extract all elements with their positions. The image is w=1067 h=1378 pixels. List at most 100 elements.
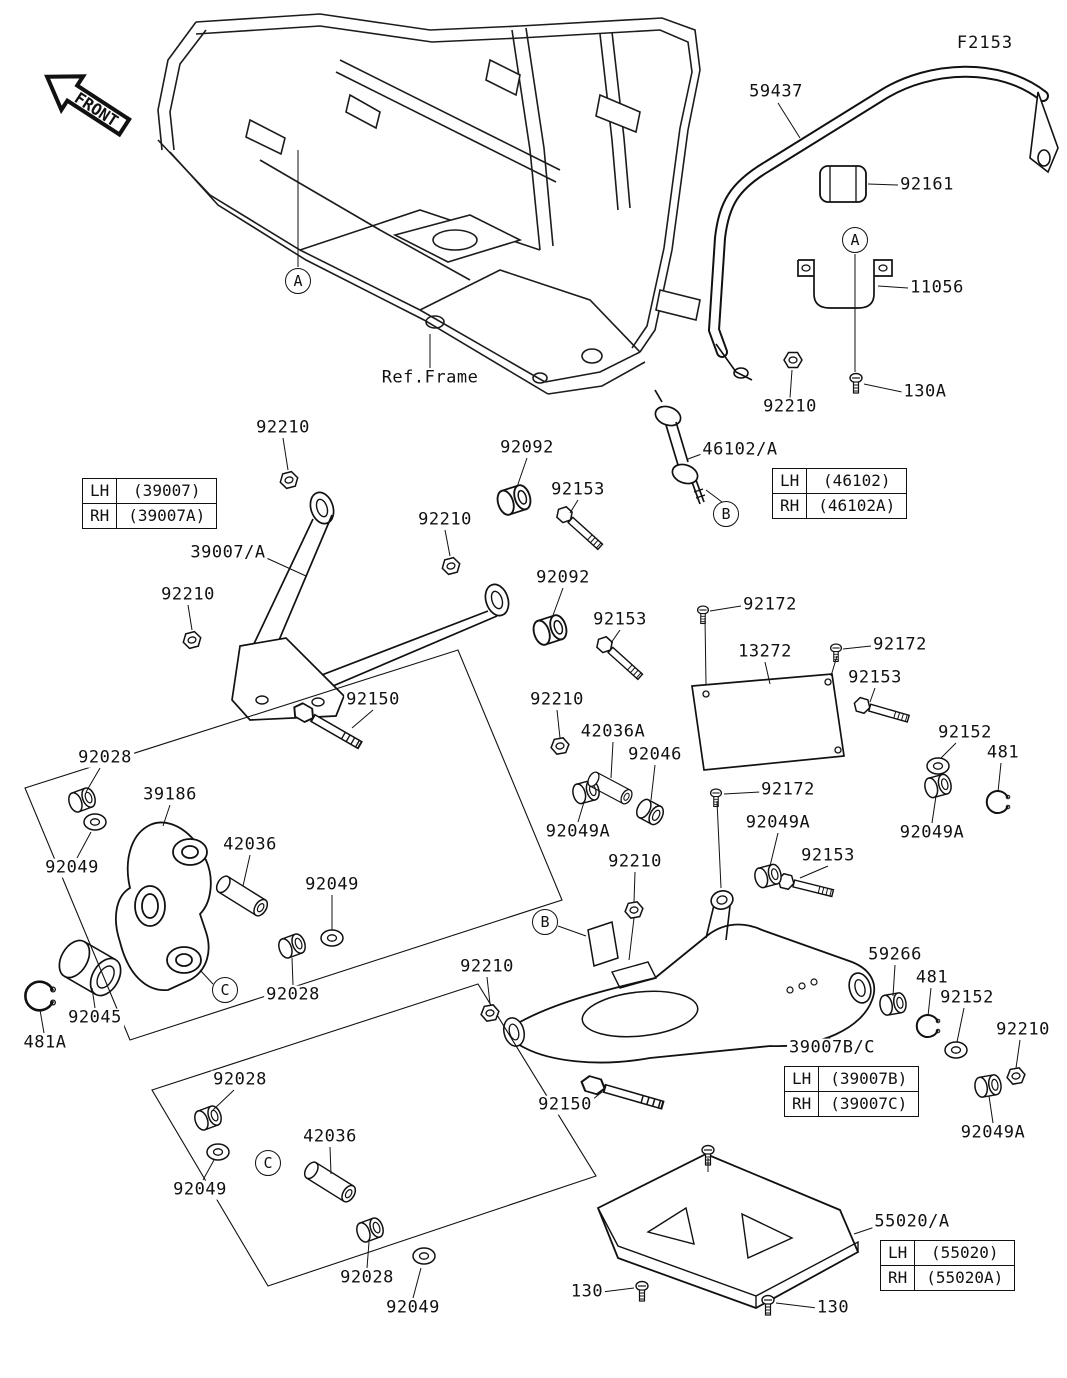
callout-92210-5: 92210 <box>528 689 586 710</box>
view-marker-c-carrier: C <box>212 977 238 1003</box>
callout-92046: 92046 <box>626 744 684 765</box>
bushing-92046 <box>633 796 667 828</box>
stabilizer-bushing-drawing <box>819 165 867 203</box>
callout-13272: 13272 <box>736 641 794 662</box>
callout-39007: 39007/A <box>188 542 268 563</box>
callout-55020: 55020/A <box>872 1211 952 1232</box>
stabilizer-bar-drawing <box>707 65 1059 381</box>
callout-92028-3: 92028 <box>211 1069 269 1090</box>
callout-92210-7: 92210 <box>458 956 516 977</box>
side-cell: RH <box>771 493 808 519</box>
part-code-cell: (46102A) <box>806 493 908 519</box>
callout-92210-8: 92210 <box>994 1019 1052 1040</box>
callout-92092-1: 92092 <box>498 437 556 458</box>
callout-92028-1: 92028 <box>76 747 134 768</box>
sleeves-42036 <box>213 873 359 1205</box>
callout-481-2: 481 <box>913 967 951 988</box>
view-marker-b-link: B <box>713 501 739 527</box>
side-cell: LH <box>879 1240 916 1266</box>
callout-92092-2: 92092 <box>534 567 592 588</box>
callout-481A: 481A <box>21 1032 69 1053</box>
callout-92152-1: 92152 <box>936 722 994 743</box>
callout-92049A-2: 92049A <box>743 812 813 833</box>
ref-frame-label: Ref.Frame <box>379 367 481 388</box>
frame-drawing <box>157 13 701 395</box>
callout-92153-1: 92153 <box>549 479 607 500</box>
part-code-cell: (39007) <box>116 478 218 504</box>
callout-42036A: 42036A <box>578 721 648 742</box>
callout-92028-2: 92028 <box>264 984 322 1005</box>
upper-arm-drawing <box>231 488 514 721</box>
callout-92210-4: 92210 <box>159 584 217 605</box>
callout-92049-1: 92049 <box>43 857 101 878</box>
part-code-cell: (55020) <box>914 1240 1016 1266</box>
callout-130-2: 130 <box>814 1297 852 1318</box>
callout-92210-6: 92210 <box>606 851 664 872</box>
view-marker-a-bracket: A <box>842 227 868 253</box>
view-marker-b-arm: B <box>532 909 558 935</box>
callout-39007BC: 39007B/C <box>787 1037 877 1058</box>
side-cell: LH <box>783 1066 820 1092</box>
part-code-cell: (39007C) <box>818 1091 920 1117</box>
lower-arm-drawing <box>499 890 876 1064</box>
callout-92172-2: 92172 <box>871 634 929 655</box>
callout-59266: 59266 <box>866 944 924 965</box>
callout-92150-1: 92150 <box>344 689 402 710</box>
callout-92150-2: 92150 <box>536 1094 594 1115</box>
side-cell: RH <box>783 1091 820 1117</box>
callout-39186: 39186 <box>141 784 199 805</box>
variant-table-55020: LH (55020) RH (55020A) <box>879 1240 1016 1291</box>
callout-92045: 92045 <box>66 1007 124 1028</box>
stabilizer-link-drawing <box>654 389 706 505</box>
callout-92210-3: 92210 <box>416 509 474 530</box>
side-cell: LH <box>771 468 808 494</box>
callout-11056: 11056 <box>908 277 966 298</box>
callout-130-1: 130 <box>568 1281 606 1302</box>
part-code-cell: (39007A) <box>116 503 218 529</box>
side-cell: RH <box>879 1265 916 1291</box>
part-code-cell: (46102) <box>806 468 908 494</box>
washers-92152 <box>926 757 968 1059</box>
view-marker-a-frame: A <box>285 268 311 294</box>
side-cell: RH <box>81 503 118 529</box>
callout-42036-2: 42036 <box>301 1126 359 1147</box>
side-cell: LH <box>81 478 118 504</box>
callout-92049A-3: 92049A <box>897 822 967 843</box>
variant-table-39007: LH (39007) RH (39007A) <box>81 478 218 529</box>
callout-59437: 59437 <box>747 81 805 102</box>
callout-92210-2: 92210 <box>254 417 312 438</box>
callout-92161: 92161 <box>898 174 956 195</box>
callout-92028-4: 92028 <box>338 1267 396 1288</box>
callout-92172-1: 92172 <box>741 594 799 615</box>
stabilizer-bracket-drawing <box>797 259 893 309</box>
callout-130A: 130A <box>901 381 949 402</box>
figure-code: F2153 <box>956 33 1014 53</box>
callout-92210-1: 92210 <box>761 396 819 417</box>
callout-92049A-4: 92049A <box>958 1122 1028 1143</box>
callout-92049A-1: 92049A <box>543 821 613 842</box>
view-marker-c-lower: C <box>255 1150 281 1176</box>
callout-92049-4: 92049 <box>384 1297 442 1318</box>
bushings-92092 <box>493 482 571 648</box>
mount-plate-drawing <box>691 673 845 771</box>
skid-plate-drawing <box>596 1153 860 1309</box>
callout-92049-2: 92049 <box>303 874 361 895</box>
callout-92153-2: 92153 <box>591 609 649 630</box>
part-code-cell: (55020A) <box>914 1265 1016 1291</box>
variant-table-39007bc: LH (39007B) RH (39007C) <box>783 1066 920 1117</box>
callout-46102: 46102/A <box>700 439 780 460</box>
group-plane-outlines <box>24 649 597 1287</box>
callout-481-1: 481 <box>984 742 1022 763</box>
callout-42036-1: 42036 <box>221 834 279 855</box>
variant-table-46102: LH (46102) RH (46102A) <box>771 468 908 519</box>
callout-92153-3: 92153 <box>846 667 904 688</box>
callout-92153-4: 92153 <box>799 845 857 866</box>
callout-92049-3: 92049 <box>171 1179 229 1200</box>
front-arrow: FRONT <box>44 74 132 138</box>
bearing-carrier-drawing <box>115 821 212 991</box>
callout-92172-3: 92172 <box>759 779 817 800</box>
bearing-drawing <box>58 939 122 997</box>
callout-92152-2: 92152 <box>938 987 996 1008</box>
